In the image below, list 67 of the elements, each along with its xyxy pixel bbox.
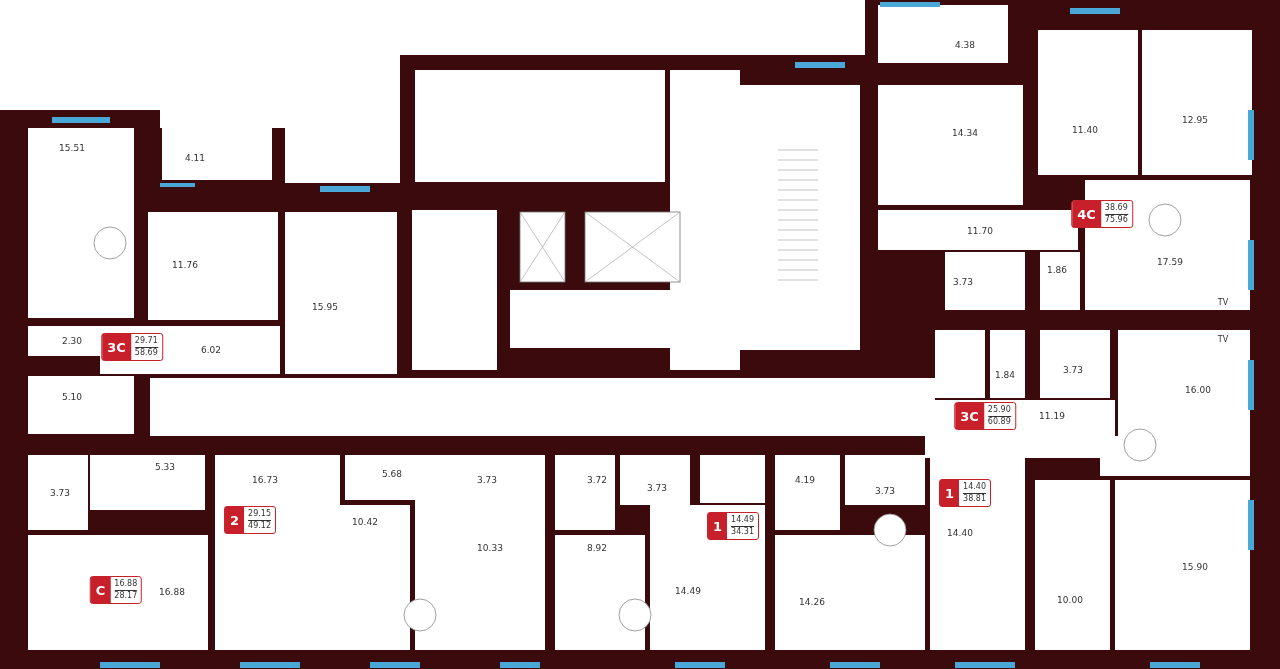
room-area: 10.00 xyxy=(1057,595,1083,605)
room-area: 8.92 xyxy=(587,543,607,553)
room-area: 3.73 xyxy=(1063,365,1083,375)
room-area: 11.40 xyxy=(1072,125,1098,135)
room-area: 3.73 xyxy=(647,483,667,493)
room-area: 16.73 xyxy=(252,475,278,485)
room-area: 14.49 xyxy=(675,586,701,596)
apartment-type: 3C xyxy=(955,403,984,429)
room-area: 15.95 xyxy=(312,302,338,312)
room-area: 14.26 xyxy=(799,597,825,607)
room-area: 15.90 xyxy=(1182,562,1208,572)
room-area: 1.86 xyxy=(1047,265,1067,275)
apartment-type: 2 xyxy=(225,507,245,533)
room-area: 3.73 xyxy=(477,475,497,485)
room-area: 16.88 xyxy=(159,587,185,597)
apartment-type: 4C xyxy=(1072,201,1101,227)
room-area: 10.42 xyxy=(352,517,378,527)
room-area: 6.02 xyxy=(201,345,221,355)
apartment-badge xyxy=(101,333,163,361)
living-area: 25.90 xyxy=(987,405,1011,417)
room-area: 4.11 xyxy=(185,153,205,163)
total-area: 60.89 xyxy=(987,416,1011,427)
room-area: 3.73 xyxy=(50,488,70,498)
room-area: 1.84 xyxy=(995,370,1015,380)
room-area: 11.19 xyxy=(1039,411,1065,421)
apartment-badge xyxy=(939,479,991,507)
total-area: 75.96 xyxy=(1104,214,1128,225)
living-area: 38.69 xyxy=(1104,203,1128,215)
tv-label: TV xyxy=(1217,336,1229,344)
room-area: 5.10 xyxy=(62,392,82,402)
living-area: 29.71 xyxy=(134,336,158,348)
apartment-badge xyxy=(707,512,759,540)
room-area: 14.40 xyxy=(947,528,973,538)
room-area: 16.00 xyxy=(1185,385,1211,395)
room-area: 17.59 xyxy=(1157,257,1183,267)
apartment-badge xyxy=(224,506,276,534)
total-area: 34.31 xyxy=(731,526,754,537)
room-area: 5.68 xyxy=(382,469,402,479)
total-area: 28.17 xyxy=(114,590,138,601)
total-area: 49.12 xyxy=(248,520,271,531)
room-area: 12.95 xyxy=(1182,115,1208,125)
living-area: 16.88 xyxy=(114,579,138,591)
apartment-badge xyxy=(954,402,1016,430)
total-area: 58.69 xyxy=(134,347,158,358)
tv-label: TV xyxy=(1217,299,1229,307)
room-area: 5.33 xyxy=(155,462,175,472)
apartment-badge xyxy=(1071,200,1133,228)
room-area: 3.73 xyxy=(875,486,895,496)
room-area: 2.30 xyxy=(62,336,82,346)
room-area: 11.70 xyxy=(967,226,993,236)
room-area: 10.33 xyxy=(477,543,503,553)
apartment-type: C xyxy=(90,577,111,603)
living-area: 14.49 xyxy=(731,515,754,527)
room-area: 15.51 xyxy=(59,143,85,153)
room-area: 4.19 xyxy=(795,475,815,485)
total-area: 38.81 xyxy=(963,493,986,504)
apartment-type: 1 xyxy=(708,513,728,539)
room-area: 4.38 xyxy=(955,40,975,50)
room-area: 3.72 xyxy=(587,475,607,485)
room-area: 14.34 xyxy=(952,128,978,138)
living-area: 29.15 xyxy=(248,509,271,521)
apartment-type: 1 xyxy=(940,480,960,506)
apartment-type: 3C xyxy=(102,334,131,360)
room-area: 3.73 xyxy=(953,277,973,287)
room-area: 11.76 xyxy=(172,260,198,270)
apartment-badge xyxy=(89,576,143,604)
living-area: 14.40 xyxy=(963,482,986,494)
